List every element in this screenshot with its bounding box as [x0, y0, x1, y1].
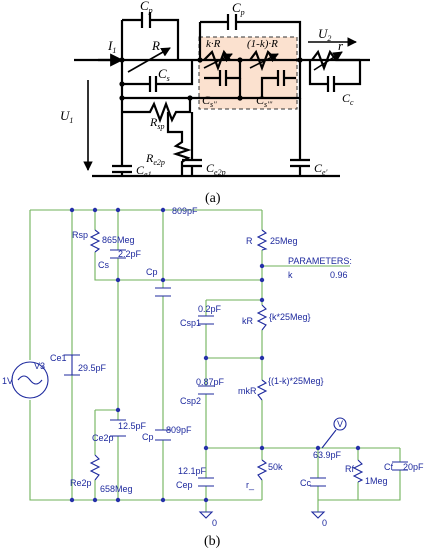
caption-a: (a) — [205, 191, 221, 206]
label-ce1-value: 29.5pF — [78, 363, 107, 373]
label-kr-name: kR — [242, 316, 254, 326]
label-cc-name: Cc — [300, 478, 311, 488]
label-csp2-name: Csp2 — [180, 396, 201, 406]
label-re2p-name: Re2p — [70, 478, 92, 488]
label-cs2: Cs'' — [202, 93, 217, 109]
label-param-k: k — [288, 270, 293, 280]
label-param-k-value: 0.96 — [330, 270, 348, 280]
label-cc: Cc — [342, 91, 354, 107]
label-r-small-value: 50k — [268, 462, 283, 472]
label-u1: U1 — [60, 108, 73, 125]
label-u2: U2 — [318, 26, 331, 43]
label-ce2p-name: Ce2p — [92, 433, 114, 443]
label-v3-value: 1V — [2, 376, 13, 386]
label-rf-value: 1Meg — [365, 476, 388, 486]
label-rsp-value: 865Meg — [102, 235, 135, 245]
label-r-small: r — [338, 38, 344, 53]
label-cp-left: Cp — [140, 0, 153, 15]
label-rsp: Rsp — [149, 115, 164, 131]
label-r-small-name: r_ — [246, 480, 255, 490]
label-re2p-value: 658Meg — [100, 484, 133, 494]
label-cs-value: 2.2pF — [118, 249, 142, 259]
label-1-k-r: (1-k)·R — [247, 38, 278, 50]
label-csp1-value: 0.2pF — [198, 304, 222, 314]
label-ground-left: 0 — [212, 518, 217, 528]
label-cep-name: Cep — [176, 480, 193, 490]
panel-b-schematic — [11, 207, 408, 519]
label-cp-right: Cp — [232, 0, 245, 17]
label-i1: I1 — [107, 38, 116, 55]
label-mkr-name: mkR — [238, 386, 257, 396]
label-cf-name: Cf — [384, 462, 393, 472]
label-cp-bottom-value: 809pF — [166, 425, 192, 435]
label-rf-name: Rf — [345, 464, 354, 474]
label-ce2p: Ce2p — [206, 161, 226, 177]
label-cp-bottom-name: Cp — [142, 432, 154, 442]
label-kr: k·R — [206, 38, 221, 50]
label-ground-right: 0 — [322, 518, 327, 528]
label-cep-value: 12.1pF — [178, 466, 207, 476]
label-probe: V — [337, 419, 343, 429]
label-ce2p-value: 12.5pF — [118, 421, 147, 431]
label-rsp-name: Rsp — [72, 230, 88, 240]
label-cs3: Cs''' — [256, 93, 273, 109]
label-cs: Cs — [158, 66, 170, 83]
label-kr-value: {k*25Meg} — [269, 312, 311, 322]
label-cp-top-value: 809pF — [172, 206, 198, 216]
label-cs-name: Cs — [98, 260, 109, 270]
label-csp2-value: 0.87pF — [196, 377, 225, 387]
panel-a-schematic — [74, 12, 370, 178]
label-cp-top-name: Cp — [146, 267, 158, 277]
label-v3-name: V3 — [34, 361, 45, 371]
label-r-name: R — [246, 236, 253, 246]
label-ce1: Ce1 — [136, 163, 152, 179]
label-r-value: 25Meg — [270, 236, 298, 246]
label-cf-value: 20pF — [403, 462, 424, 472]
label-cc-value: 63.9pF — [313, 450, 342, 460]
label-mkr-value: {(1-k)*25Meg} — [268, 376, 324, 386]
label-cep: Ce' — [314, 161, 328, 177]
label-re2p: Re2p — [145, 151, 165, 167]
label-ce1-name: Ce1 — [50, 353, 67, 363]
label-parameters: PARAMETERS: — [288, 256, 352, 266]
caption-b: (b) — [204, 534, 221, 549]
label-r: R — [151, 38, 160, 53]
label-csp1-name: Csp1 — [180, 318, 201, 328]
